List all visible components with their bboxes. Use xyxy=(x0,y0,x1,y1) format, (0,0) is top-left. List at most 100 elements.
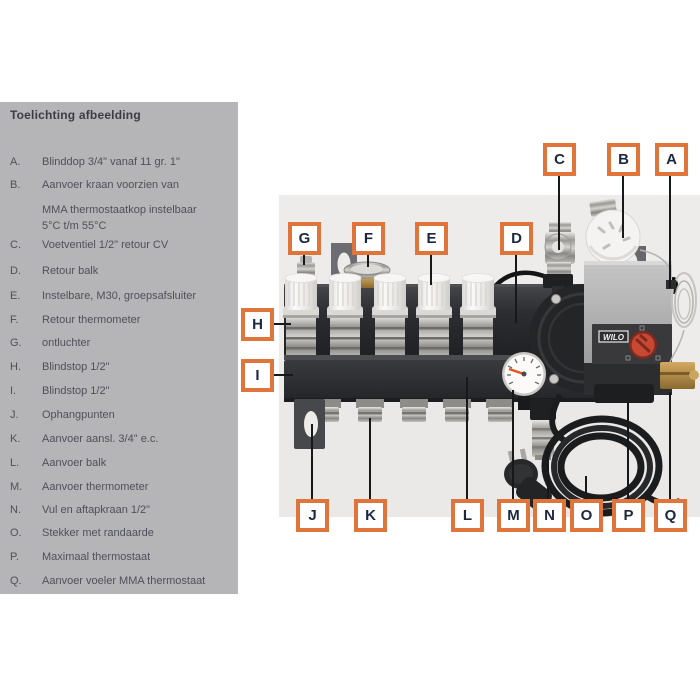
callout-letter: Q xyxy=(664,507,677,524)
legend-item-text: Stekker met randaarde xyxy=(42,527,154,539)
legend-row: O. Stekker met randaarde xyxy=(0,527,238,543)
leader-line xyxy=(274,323,291,325)
callout-box: D xyxy=(500,222,533,255)
legend-row: E. Instelbare, M30, groepsafsluiter xyxy=(0,290,238,306)
legend-row: Q. Aanvoer voeler MMA thermostaat xyxy=(0,575,238,591)
legend-item-text: Maximaal thermostaat xyxy=(42,551,151,563)
legend-row: A. Blinddop 3/4" vanaf 11 gr. 1" xyxy=(0,156,238,172)
retour-thermometer xyxy=(343,261,391,288)
leader-line xyxy=(622,176,624,238)
legend-item-text: Blinddop 3/4" vanaf 11 gr. 1" xyxy=(42,156,180,168)
callout-letter: B xyxy=(618,151,629,168)
legend-item-text: Aanvoer voeler MMA thermostaat xyxy=(42,575,206,587)
legend-item-text: Blindstop 1/2" xyxy=(42,385,110,397)
legend-item-text: Aanvoer kraan voorzien van xyxy=(42,179,179,191)
legend-item-text: Voetventiel 1/2" retour CV xyxy=(42,239,169,251)
callout-box: E xyxy=(415,222,448,255)
callout-letter: A xyxy=(666,151,677,168)
legend-row: L. Aanvoer balk xyxy=(0,457,238,473)
callout-box: P xyxy=(612,499,645,532)
leader-line xyxy=(515,255,517,323)
aanvoer-thermometer xyxy=(502,352,546,410)
legend-row: M. Aanvoer thermometer xyxy=(0,481,238,497)
legend-row: J. Ophangpunten xyxy=(0,409,238,425)
callout-box: Q xyxy=(654,499,687,532)
maximaal-thermostaat xyxy=(594,384,654,403)
legend-item-letter: C. xyxy=(10,239,21,251)
callout-letter: P xyxy=(623,507,634,524)
legend-item-text: 5°C t/m 55°C xyxy=(42,220,107,232)
legend-item-letter: G. xyxy=(10,337,22,349)
callout-box: I xyxy=(241,359,274,392)
legend-row: 5°C t/m 55°C xyxy=(0,220,238,236)
legend-item-letter: O. xyxy=(10,527,22,539)
legend-item-letter: D. xyxy=(10,265,21,277)
legend-title: Toelichting afbeelding xyxy=(10,108,141,122)
legend-item-text: Aanvoer balk xyxy=(42,457,107,469)
legend-item-text: Retour thermometer xyxy=(42,314,141,326)
legend-row: G. ontluchter xyxy=(0,337,238,353)
legend-row: D. Retour balk xyxy=(0,265,238,281)
legend-item-letter: Q. xyxy=(10,575,22,587)
callout-letter: K xyxy=(365,507,376,524)
callout-box: K xyxy=(354,499,387,532)
callout-box: H xyxy=(241,308,274,341)
legend-item-letter: E. xyxy=(10,290,21,302)
leader-line xyxy=(547,446,549,499)
legend-item-text: Ophangpunten xyxy=(42,409,115,421)
beam-gap xyxy=(284,355,650,360)
pump-brand-plate xyxy=(598,330,629,343)
leader-line xyxy=(430,255,432,285)
callout-box: G xyxy=(288,222,321,255)
leader-line xyxy=(512,390,514,499)
legend-item-text: Instelbare, M30, groepsafsluiter xyxy=(42,290,197,302)
callout-letter: L xyxy=(462,507,473,524)
callout-box: A xyxy=(655,143,688,176)
callout-box: F xyxy=(352,222,385,255)
callout-letter: F xyxy=(363,230,374,247)
legend-item-letter: N. xyxy=(10,504,21,516)
legend-item-text: Retour balk xyxy=(42,265,99,277)
brass-fitting xyxy=(660,362,699,389)
pump-brand-label: WILO xyxy=(603,333,625,342)
callout-box: L xyxy=(451,499,484,532)
legend-item-letter: F. xyxy=(10,314,19,326)
legend-item-letter: A. xyxy=(10,156,21,168)
callout-letter: E xyxy=(426,230,437,247)
callout-letter: I xyxy=(255,367,260,384)
leader-line xyxy=(367,255,369,267)
legend-row: K. Aanvoer aansl. 3/4" e.c. xyxy=(0,433,238,449)
leader-line xyxy=(466,377,468,499)
leader-line xyxy=(585,476,587,499)
legend-row: B. Aanvoer kraan voorzien van xyxy=(0,179,238,195)
legend-item-letter: L. xyxy=(10,457,20,469)
leader-line xyxy=(669,392,671,499)
legend-row: H. Blindstop 1/2" xyxy=(0,361,238,377)
callout-box: C xyxy=(543,143,576,176)
callout-letter: C xyxy=(554,151,565,168)
legend-row: N. Vul en aftapkraan 1/2" xyxy=(0,504,238,520)
legend-item-letter: M. xyxy=(10,481,23,493)
legend-item-letter: B. xyxy=(10,179,21,191)
callout-box: J xyxy=(296,499,329,532)
callout-letter: O xyxy=(580,507,593,524)
callout-box: B xyxy=(607,143,640,176)
legend-item-letter: H. xyxy=(10,361,21,373)
leader-line xyxy=(627,402,629,499)
legend-item-text: Aanvoer thermometer xyxy=(42,481,149,493)
legend-item-letter: K. xyxy=(10,433,21,445)
legend-item-text: Blindstop 1/2" xyxy=(42,361,110,373)
legend-row: I. Blindstop 1/2" xyxy=(0,385,238,401)
legend-panel: Toelichting afbeelding A. Blinddop 3/4" … xyxy=(0,102,238,594)
leader-line xyxy=(303,255,305,265)
legend-item-letter: I. xyxy=(10,385,17,397)
legend-row: F. Retour thermometer xyxy=(0,314,238,330)
legend-row: C. Voetventiel 1/2" retour CV xyxy=(0,239,238,255)
leader-line xyxy=(669,176,671,288)
callout-box: O xyxy=(570,499,603,532)
callout-letter: G xyxy=(298,230,311,247)
legend-row: P. Maximaal thermostaat xyxy=(0,551,238,567)
leader-line xyxy=(274,374,293,376)
